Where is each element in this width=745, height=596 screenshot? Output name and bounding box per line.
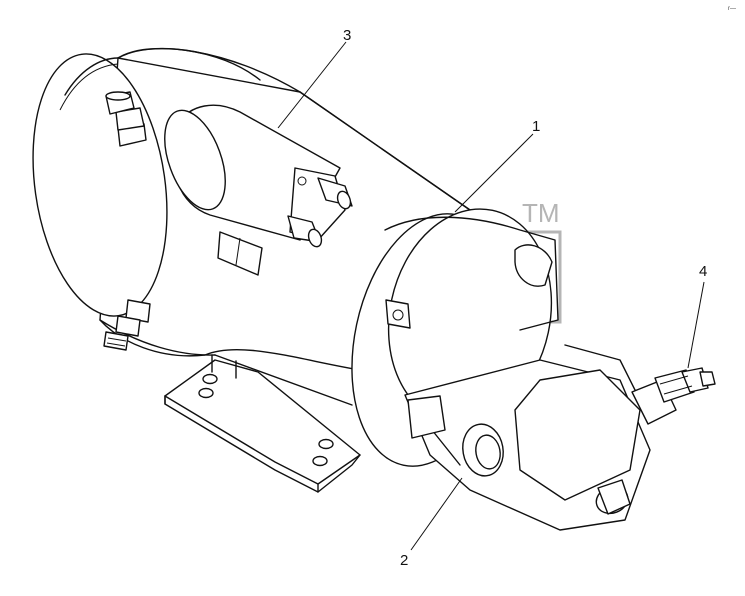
bottom-fitting (103, 299, 151, 351)
callout-label-1: 1 (532, 118, 540, 135)
mounting-bracket (164, 354, 361, 493)
callout-3: 3 (277, 27, 351, 129)
pump-head (404, 344, 651, 531)
corner-mark: r— (728, 6, 736, 12)
callout-label-4: 4 (699, 263, 707, 280)
top-fitting (105, 91, 147, 147)
callout-4: 4 (687, 263, 707, 369)
callout-label-2: 2 (400, 552, 408, 569)
callout-1: 1 (454, 118, 540, 213)
solenoid (164, 104, 353, 276)
trademark-text: TM (522, 198, 560, 228)
callout-2: 2 (400, 477, 463, 569)
relief-valve (631, 367, 716, 425)
callout-label-3: 3 (343, 27, 351, 44)
